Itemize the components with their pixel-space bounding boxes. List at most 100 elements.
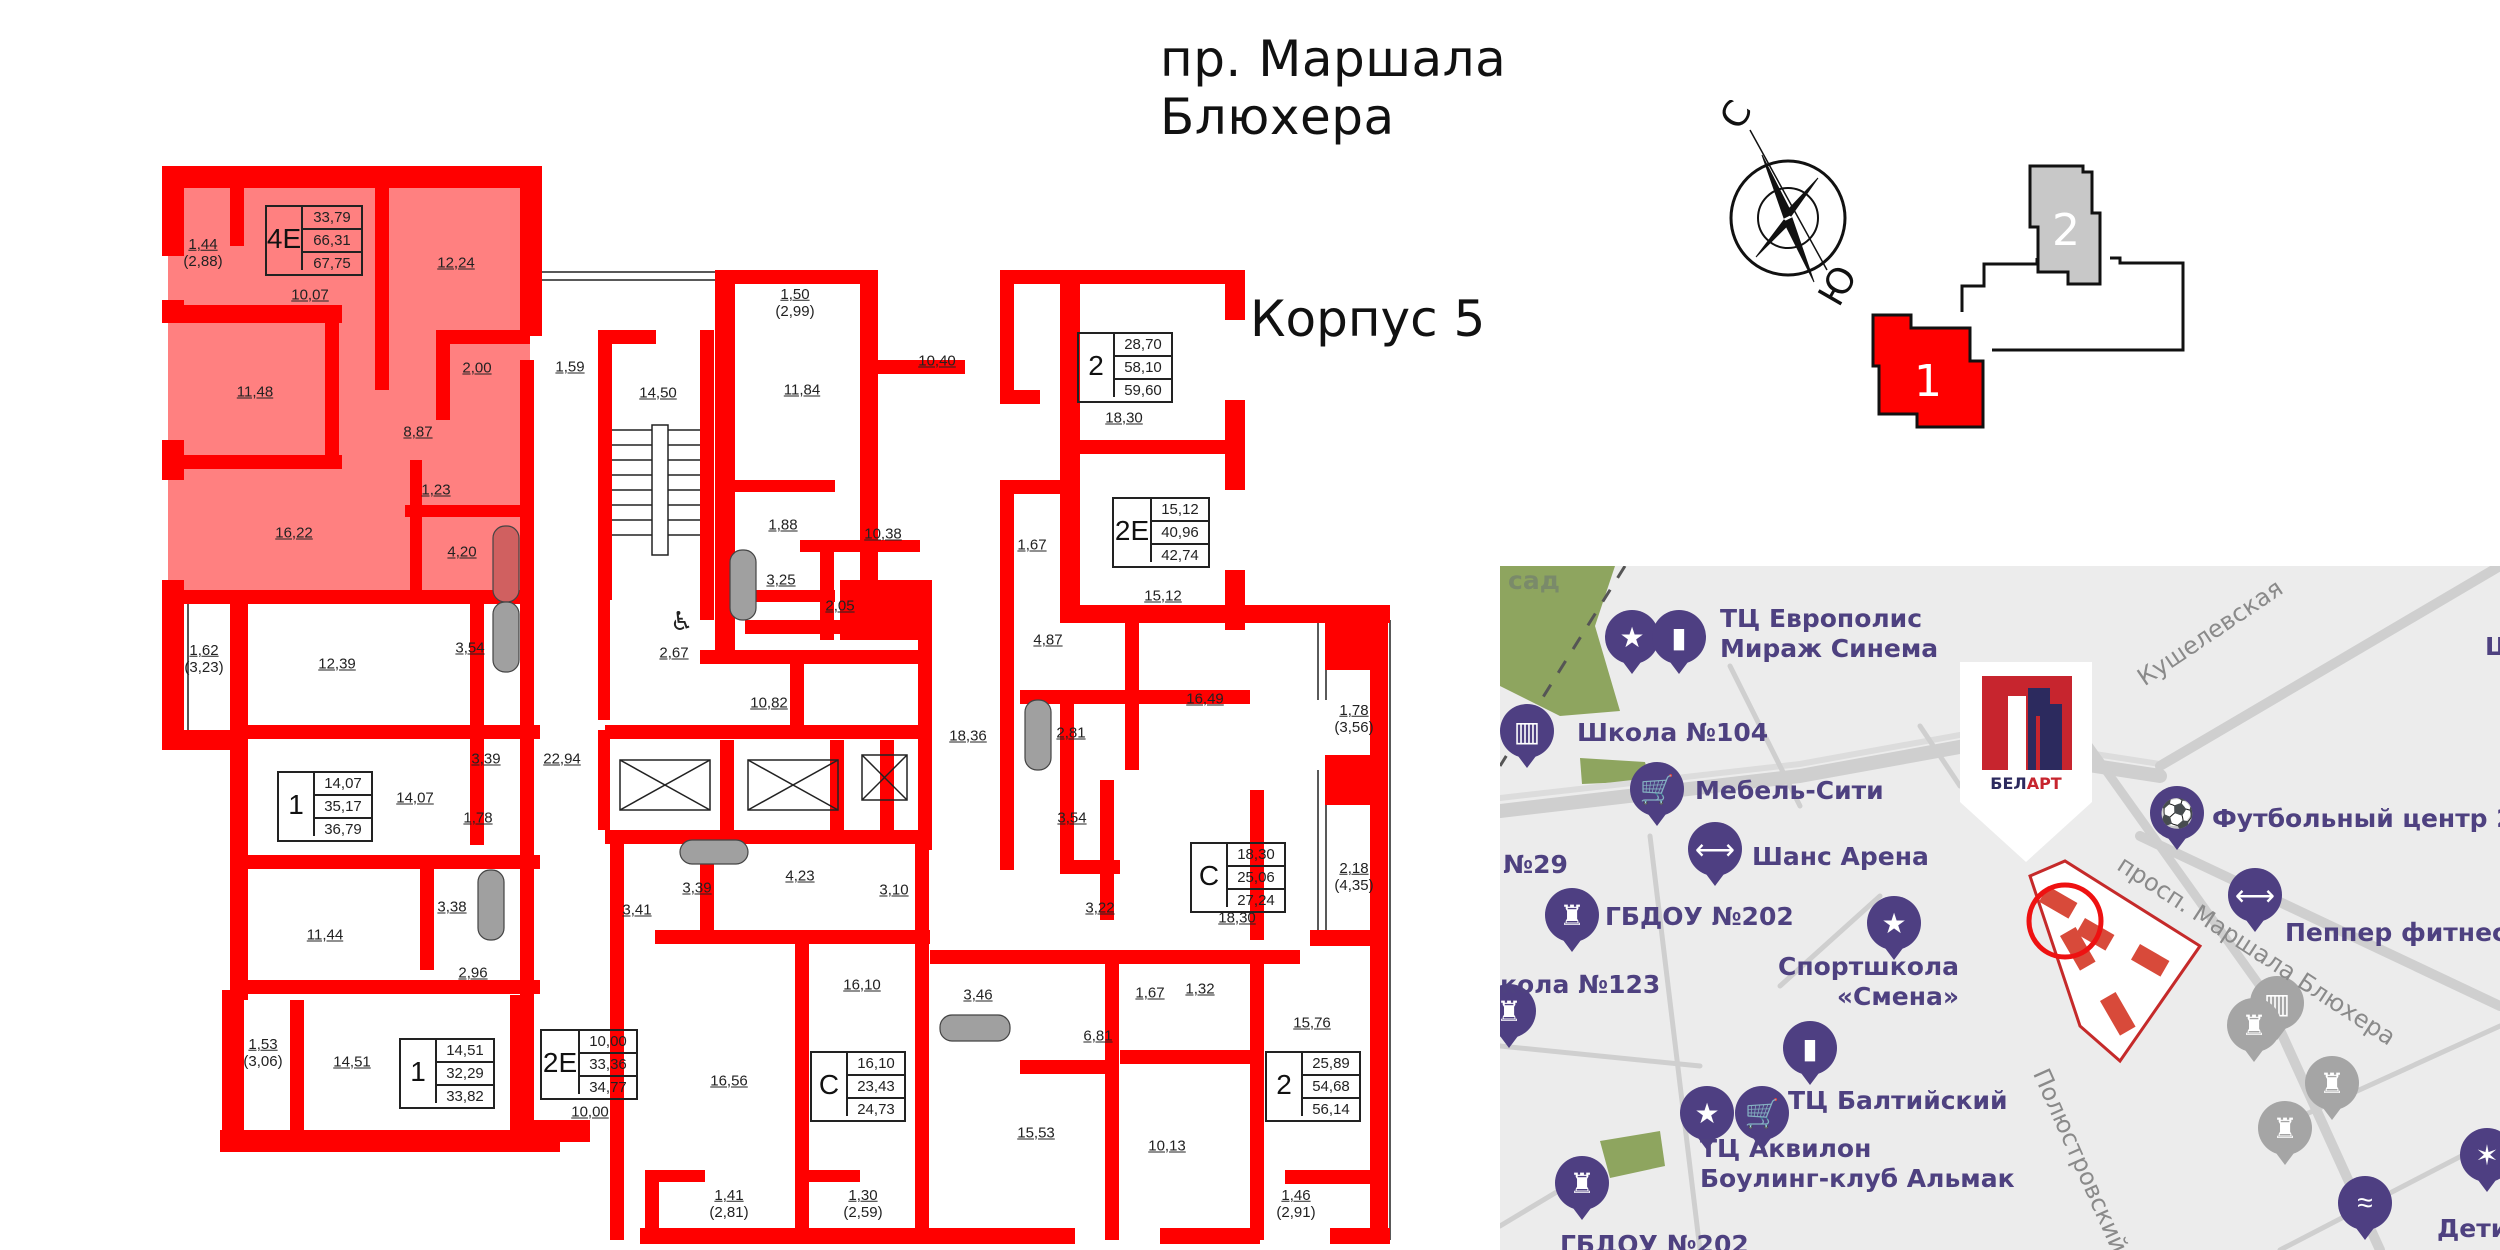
map-label-mebel-city: Мебель-Сити	[1695, 776, 1884, 805]
total-area: 40,96	[1152, 522, 1208, 545]
apartment-badge-c-a[interactable]: С 16,10 23,43 24,73	[810, 1051, 906, 1122]
room-area: 14,07	[396, 789, 434, 807]
apartment-type: 1	[401, 1040, 437, 1103]
room-area: 2,96	[458, 964, 488, 982]
room-area: 2,05	[825, 597, 855, 615]
football-icon[interactable]: ⚽	[2150, 786, 2204, 840]
floor-plan: ♿ 4Е 33,79 66,31 67,75 1 14,07 35,17 36,…	[162, 166, 1391, 1244]
building-label: Корпус 5	[1250, 290, 1486, 348]
apartment-badge-2a[interactable]: 2 28,70 58,10 59,60	[1077, 332, 1173, 403]
room-area: 1,23	[421, 481, 451, 499]
wheelchair-icon: ♿	[670, 607, 693, 637]
balcony-full-area: (4,35)	[1334, 877, 1374, 894]
section-1-selected[interactable]	[1871, 313, 1985, 429]
cart-icon[interactable]: 🛒	[1630, 762, 1684, 816]
map-label-line: Спортшкола	[1778, 952, 1960, 981]
dumbbell-icon[interactable]: ⟷	[2228, 868, 2282, 922]
star-icon[interactable]: ★	[1867, 896, 1921, 950]
balcony-full-area: (3,56)	[1334, 719, 1374, 736]
map-label-sh: Ш	[2485, 632, 2500, 662]
balcony-full-area: (2,59)	[843, 1204, 883, 1221]
room-area: 15,12	[1144, 587, 1182, 605]
total-area-with-balcony: 67,75	[313, 255, 351, 272]
cart-icon[interactable]: 🛒	[1735, 1086, 1789, 1140]
star-icon[interactable]: ★	[1605, 610, 1659, 664]
apartment-badge-2e-b[interactable]: 2Е 15,12 40,96 42,74	[1112, 497, 1210, 568]
apartment-badge-2e-a[interactable]: 2Е 10,00 33,36 34,77	[540, 1029, 638, 1100]
location-marker-circle	[2026, 882, 2104, 960]
living-area: 33,79	[303, 207, 361, 230]
kindergarten-icon[interactable]: ♜	[2258, 1101, 2312, 1155]
living-area: 14,51	[437, 1040, 493, 1063]
section-2[interactable]	[2028, 164, 2102, 286]
room-area: 15,76	[1293, 1014, 1331, 1032]
total-area-with-balcony: 27,24	[1237, 892, 1275, 909]
street-name-line1: пр. Маршала	[1160, 30, 1507, 88]
shopping-bag-icon[interactable]: ▮	[1652, 610, 1706, 664]
balcony-full-area: (3,06)	[243, 1053, 283, 1070]
room-area: 18,30	[1218, 909, 1256, 927]
balcony-area: 1,41(2,81)	[709, 1187, 748, 1222]
balcony-area: 1,78(3,56)	[1334, 702, 1373, 737]
street-name-line2: Блюхера	[1160, 88, 1395, 146]
location-map[interactable]: БЕЛАРТ ★ ▮ ▥ 🛒 ⟷ ♜ ♜ ♜ ★ ▮ ★ 🛒 ⚽ ⟷ ▥ ♜ ♜…	[1500, 566, 2500, 1250]
elevator-icon	[619, 754, 908, 811]
balcony-area: 1,44(2,88)	[183, 236, 222, 271]
apartment-badge-4e[interactable]: 4Е 33,79 66,31 67,75	[265, 205, 363, 276]
balcony-area-value: 1,53	[248, 1035, 278, 1053]
room-area: 2,67	[659, 644, 689, 662]
room-area: 4,23	[785, 867, 815, 885]
map-label-line: Боулинг-клуб Альмак	[1700, 1164, 2015, 1193]
total-area: 23,43	[848, 1076, 904, 1099]
dumbbell-icon[interactable]: ⟷	[1688, 822, 1742, 876]
building-outline	[1960, 258, 2039, 312]
floor-plan-walls: ♿	[162, 166, 1391, 1244]
room-area: 10,82	[750, 694, 788, 712]
kindergarten-icon[interactable]: ♜	[2227, 998, 2281, 1052]
room-area: 3,39	[682, 879, 712, 897]
apartment-badge-2b[interactable]: 2 25,89 54,68 56,14	[1265, 1051, 1361, 1122]
staircase-icon	[612, 424, 700, 556]
star-icon[interactable]: ★	[1680, 1086, 1734, 1140]
room-area: 22,94	[543, 750, 581, 768]
room-area: 3,39	[471, 750, 501, 768]
bathtub-icon	[477, 525, 1052, 1042]
living-area: 10,00	[580, 1031, 636, 1054]
room-area: 4,87	[1033, 631, 1063, 649]
balcony-area-value: 1,30	[848, 1186, 878, 1204]
kindergarten-icon[interactable]: ♜	[1555, 1156, 1609, 1210]
room-area: 3,46	[963, 986, 993, 1004]
kindergarten-icon[interactable]: ♜	[1545, 888, 1599, 942]
balcony-area-value: 1,41	[714, 1186, 744, 1204]
room-area: 3,54	[1057, 809, 1087, 827]
apartment-badge-1b[interactable]: 1 14,51 32,29 33,82	[399, 1038, 495, 1109]
room-area: 10,13	[1148, 1137, 1186, 1155]
apartment-type: 1	[279, 773, 315, 836]
room-area: 2,00	[462, 359, 492, 377]
room-area: 1,67	[1135, 984, 1165, 1002]
swimming-icon[interactable]: ≈	[2338, 1176, 2392, 1230]
map-label-gbdou-202-b: ГБДОУ №202	[1560, 1230, 1749, 1250]
balcony-area: 2,18(4,35)	[1334, 860, 1373, 895]
room-area: 12,24	[437, 254, 475, 272]
kindergarten-icon[interactable]: ♜	[2305, 1056, 2359, 1110]
balcony-area: 1,30(2,59)	[843, 1187, 882, 1222]
room-area: 4,20	[447, 543, 477, 561]
kids-icon[interactable]: ✶	[2460, 1128, 2500, 1182]
compass-icon	[1729, 129, 1847, 283]
section-2-number: 2	[2052, 205, 2080, 256]
room-area: 16,10	[843, 976, 881, 994]
book-icon[interactable]: ▥	[1500, 704, 1554, 758]
apartment-badge-1a[interactable]: 1 14,07 35,17 36,79	[277, 771, 373, 842]
balcony-full-area: (2,88)	[183, 253, 223, 270]
shopping-bag-icon[interactable]: ▮	[1783, 1021, 1837, 1075]
apartment-badge-c-b[interactable]: С 18,30 25,06 27,24	[1190, 842, 1286, 913]
room-area: 3,41	[622, 901, 652, 919]
room-area: 1,78	[463, 809, 493, 827]
map-label-garden: сад	[1508, 566, 1560, 595]
balcony-full-area: (2,81)	[709, 1204, 749, 1221]
room-area: 3,22	[1085, 899, 1115, 917]
apartment-4e-highlight[interactable]	[168, 168, 540, 600]
total-area-with-balcony: 24,73	[857, 1101, 895, 1118]
room-area: 10,38	[864, 525, 902, 543]
